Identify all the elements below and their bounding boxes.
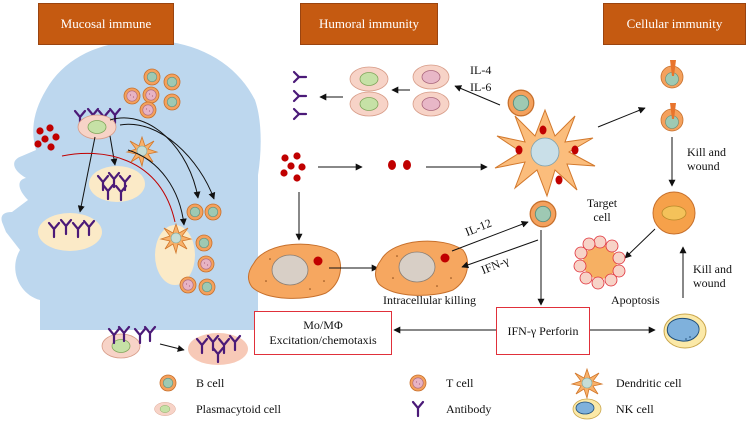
header-cellular-immunity: Cellular immunity (603, 3, 746, 45)
lymph-node-cluster (155, 203, 222, 296)
infected-target-cell (652, 191, 696, 235)
antibody-pool-1 (89, 166, 145, 202)
label-target-line1: Target (586, 196, 618, 210)
antibody-pool-3 (188, 333, 248, 365)
label-kill-wound-2-line1: Kill and (693, 262, 732, 276)
arrow-ifn-gamma (461, 239, 539, 269)
label-il6: IL-6 (470, 80, 492, 94)
label-intracellular-killing: Intracellular killing (383, 293, 476, 307)
mo-box-line1: Mo/MΦ (303, 318, 343, 332)
nk-cell (663, 313, 707, 349)
t-cells-humoral (412, 64, 450, 117)
legend-t-cell-icon (409, 374, 427, 392)
mo-box-line2: Excitation/chemotaxis (269, 333, 377, 347)
header-humoral-immunity: Humoral immunity (300, 3, 438, 45)
label-target-line2: cell (593, 210, 611, 224)
header-mucosal-immune: Mucosal immune (38, 3, 174, 45)
legend-dendritic-cell-icon (571, 368, 603, 399)
dendritic-cell-central (494, 108, 596, 198)
legend-antibody-icon (411, 400, 425, 418)
label-kill-wound-1-line1: Kill and (687, 145, 726, 159)
antibody-stack-humoral (292, 70, 308, 121)
legend-plasmacytoid-label: Plasmacytoid cell (196, 402, 281, 416)
red-pathway-line (61, 152, 176, 223)
b-cell-near-dc (507, 89, 535, 117)
macrophage-1 (247, 243, 342, 299)
legend-nk-cell-icon (572, 398, 602, 420)
legend-nk-cell-label: NK cell (616, 402, 654, 416)
label-kill-wound-1: Kill and wound (687, 145, 726, 173)
legend-b-cell-icon (159, 374, 177, 392)
antigen-cluster-humoral (280, 152, 306, 182)
label-target-cell: Target cell (582, 196, 622, 224)
ifn-perforin-box: IFN-γ Perforin (496, 307, 590, 355)
legend-antibody-label: Antibody (446, 402, 492, 416)
apoptotic-cell (573, 235, 626, 290)
arrow-to-apoptosis (624, 228, 656, 259)
b-cell-pair-bottom (101, 325, 157, 359)
arrow-to-antibody-pool-3 (159, 343, 185, 352)
b-cell-below-dc (529, 200, 557, 228)
legend-plasmacytoid-icon (154, 402, 176, 416)
label-il4: IL-4 (470, 63, 492, 77)
label-apoptosis: Apoptosis (611, 293, 660, 307)
plasmacytoid-cells-humoral (349, 66, 389, 117)
arrow-dc-to-cytotoxic (597, 107, 646, 128)
legend-t-cell-label: T cell (446, 376, 474, 390)
macrophage-2 (374, 240, 469, 296)
mucosal-arrows (77, 117, 216, 226)
arrow-target-to-t (454, 85, 501, 106)
label-kill-wound-2: Kill and wound (693, 262, 732, 290)
antibody-pool-2 (38, 213, 102, 251)
label-kill-wound-2-line2: wound (693, 276, 726, 290)
legend-b-cell-label: B cell (196, 376, 225, 390)
legend-dendritic-cell-label: Dendritic cell (616, 376, 682, 390)
label-kill-wound-1-line2: wound (687, 159, 720, 173)
cytotoxic-t-cells (660, 60, 684, 132)
antigen-cluster-mucosal (34, 124, 60, 151)
arrow-il12 (451, 220, 529, 252)
antigen-pair (388, 160, 411, 170)
mo-excitation-box: Mo/MΦ Excitation/chemotaxis (254, 311, 392, 355)
